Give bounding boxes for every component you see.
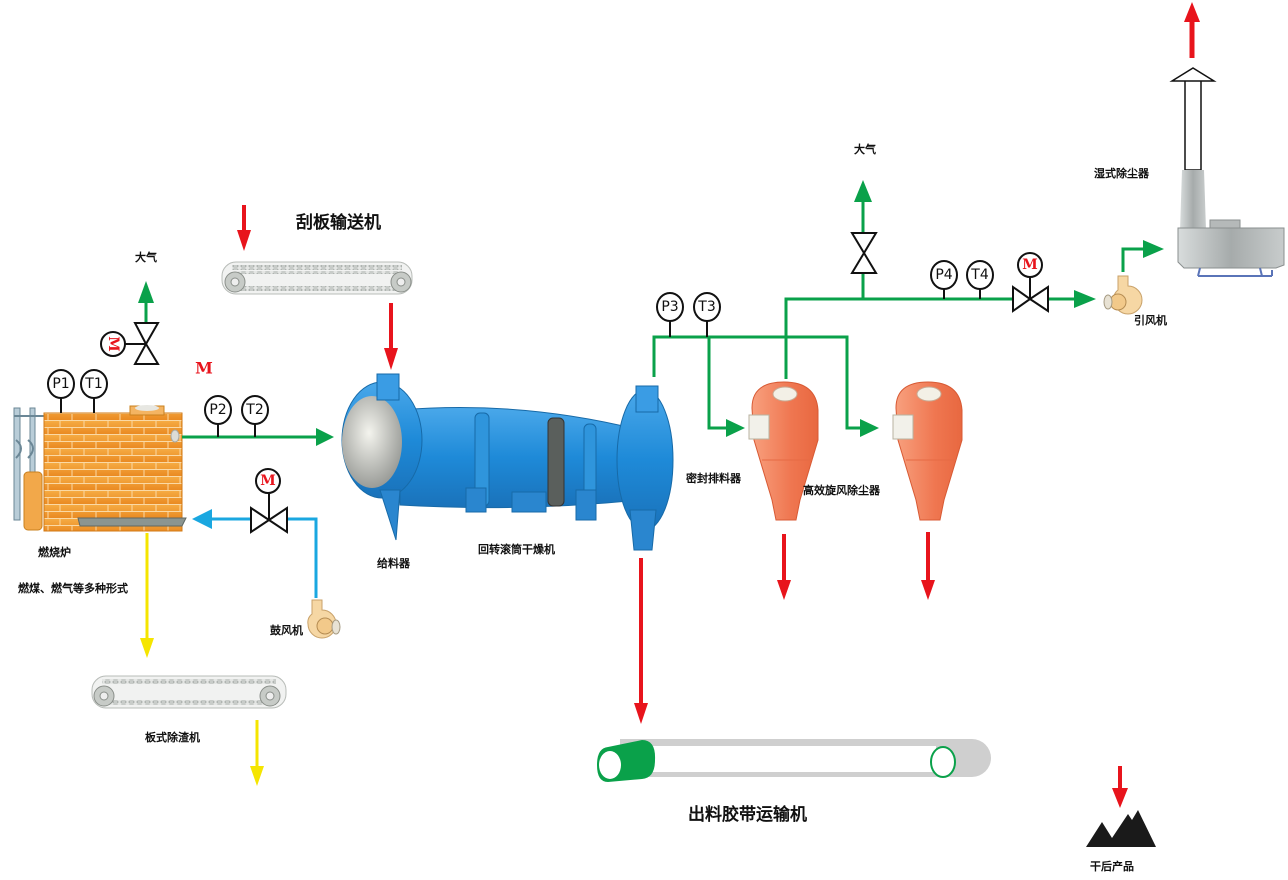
- pressure-gauge-p2[interactable]: P2: [204, 395, 232, 437]
- svg-text:P2: P2: [209, 402, 226, 418]
- slag-out-arrow: [250, 720, 264, 786]
- svg-text:P4: P4: [935, 267, 952, 283]
- combustion-furnace: [13, 405, 187, 532]
- feed-to-dryer-arrow: [384, 303, 398, 370]
- rotary-dryer-label: 回转滚筒干燥机: [478, 542, 555, 556]
- sealed-discharger-label: 密封排料器: [686, 471, 742, 485]
- svg-text:P1: P1: [52, 376, 69, 392]
- motor-valve-air[interactable]: M: [250, 468, 288, 534]
- ash-flow-arrow: [140, 533, 154, 658]
- feeder-label: 给料器: [377, 556, 411, 570]
- fuel-types-label: 燃煤、燃气等多种形式: [17, 581, 128, 595]
- cyclone-collector-label: 高效旋风除尘器: [803, 483, 881, 497]
- vent-arrow-left: [138, 281, 154, 323]
- material-in-arrow: [237, 205, 251, 251]
- combustion-air-line: [192, 509, 318, 598]
- scraper-conveyor-label: 刮板输送机: [296, 212, 381, 233]
- scraper-conveyor: [221, 261, 413, 295]
- vent-valve-right[interactable]: [850, 232, 878, 274]
- belt-conveyor: [597, 739, 991, 782]
- wet-scrubber-label: 湿式除尘器: [1094, 166, 1150, 180]
- atmosphere-label-right: 大气: [854, 142, 876, 156]
- atmosphere-label-left: 大气: [135, 250, 157, 264]
- pressure-gauge-p1[interactable]: P1: [47, 369, 75, 413]
- svg-text:M: M: [1022, 257, 1038, 273]
- blower-label: 鼓风机: [270, 623, 303, 637]
- wet-scrubber: [1169, 67, 1285, 277]
- svg-text:T3: T3: [697, 299, 715, 315]
- product-pile-icon: [1086, 810, 1156, 847]
- induced-fan-label: 引风机: [1134, 313, 1167, 327]
- svg-text:T4: T4: [970, 267, 989, 283]
- svg-text:T1: T1: [84, 376, 102, 392]
- motor-valve-vent-left[interactable]: M: [100, 322, 160, 365]
- motor-icon: [1017, 252, 1043, 278]
- induced-fan-icon: [1103, 275, 1143, 315]
- pressure-gauge-p4[interactable]: P4: [930, 260, 958, 299]
- motor-icon: [255, 468, 281, 494]
- cyclone-collector-2: [892, 381, 963, 521]
- cyclone-2-discharge-arrow: [921, 532, 935, 600]
- slag-remover-label: 板式除渣机: [145, 730, 200, 744]
- furnace-label: 燃烧炉: [37, 545, 71, 559]
- temperature-gauge-t1[interactable]: T1: [80, 369, 108, 413]
- rotary-drum-dryer: [341, 373, 674, 551]
- pressure-gauge-p3[interactable]: P3: [656, 292, 684, 337]
- temperature-gauge-t3[interactable]: T3: [693, 292, 721, 337]
- motor-label: M: [195, 359, 213, 378]
- hot-gas-line: [182, 428, 334, 446]
- temperature-gauge-t2[interactable]: T2: [241, 395, 269, 437]
- svg-text:P3: P3: [661, 299, 678, 315]
- svg-text:T2: T2: [245, 402, 263, 418]
- dried-product-arrow: [1112, 766, 1128, 808]
- stack-exhaust-arrow: [1184, 2, 1200, 58]
- temperature-gauge-t4[interactable]: T4: [966, 260, 994, 299]
- belt-conveyor-label: 出料胶带运输机: [688, 804, 807, 825]
- motor-valve-exhaust[interactable]: M: [1012, 252, 1049, 313]
- exhaust-gas-network: [652, 180, 1164, 437]
- cyclone-1-discharge-arrow: [777, 534, 791, 600]
- motor-icon: [100, 331, 126, 357]
- product-discharge-arrow: [634, 558, 648, 724]
- svg-text:M: M: [260, 473, 276, 489]
- dried-product-label: 干后产品: [1090, 859, 1134, 873]
- svg-text:M: M: [105, 336, 121, 352]
- blower-fan-icon: [307, 599, 341, 639]
- slag-remover: [91, 675, 287, 709]
- cyclone-collector-1: [748, 381, 819, 521]
